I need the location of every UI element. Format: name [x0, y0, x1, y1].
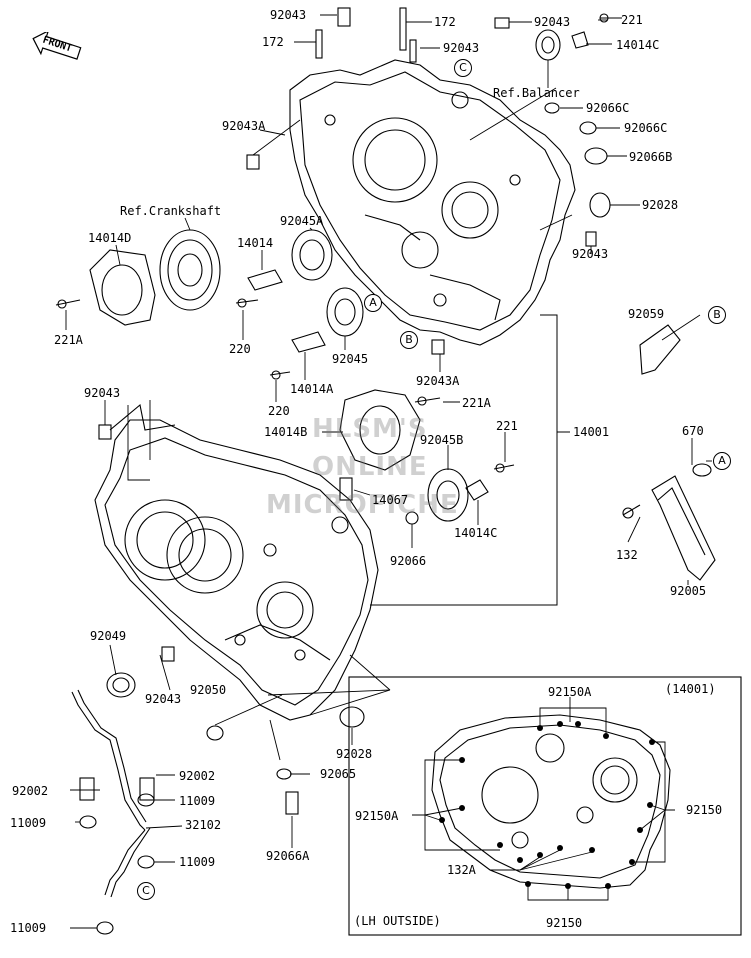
cover-plate-14014b: [339, 389, 421, 471]
part-label: 92043: [145, 692, 182, 706]
part-label: 14014B: [264, 425, 308, 439]
part-label: 14067: [372, 493, 409, 507]
part-label: 92028: [642, 198, 679, 212]
inset-caption: (LH OUTSIDE): [354, 914, 441, 928]
part-label: 92065: [320, 767, 357, 781]
part-label: 92043A: [416, 374, 460, 388]
assembly-bracket-14001: [400, 314, 558, 606]
bearing-cover-plate: [89, 249, 156, 326]
part-label: 92045B: [420, 433, 464, 447]
marker-b-case: B: [400, 331, 418, 349]
front-arrow-icon: [32, 32, 82, 60]
left-crankcase-half: [94, 403, 379, 721]
part-label: 11009: [10, 816, 47, 830]
marker-a-case: A: [364, 294, 382, 312]
part-label: 92043: [534, 15, 571, 29]
part-label: 220: [268, 404, 290, 418]
part-label: 220: [229, 342, 251, 356]
part-label: 92043: [443, 41, 480, 55]
marker-a-right: A: [713, 452, 731, 470]
part-label: 14014D: [88, 231, 132, 245]
part-label: 92066C: [624, 121, 668, 135]
part-label: 92002: [12, 784, 49, 798]
part-label: 92150A: [548, 685, 592, 699]
leader-lines: [65, 14, 712, 929]
part-label: 221A: [462, 396, 491, 410]
part-label: 92150: [546, 916, 583, 930]
bearing-92045a: [291, 229, 333, 281]
bearing-92045: [326, 287, 364, 337]
part-label: 92045A: [280, 214, 324, 228]
inset-lh-outside: [348, 676, 742, 936]
part-label: 670: [682, 424, 704, 438]
ref-crankshaft-label: Ref.Crankshaft: [120, 204, 222, 218]
part-label: 92043: [270, 8, 307, 22]
part-label: 11009: [179, 855, 216, 869]
part-label: 14001: [573, 425, 610, 439]
marker-b-right: B: [708, 306, 726, 324]
watermark-line-1: HLSM'S: [312, 414, 428, 444]
part-label: 92066C: [586, 101, 630, 115]
inset-title: (14001): [665, 682, 716, 696]
part-label: 92049: [90, 629, 127, 643]
part-label: 221: [496, 419, 518, 433]
part-label: 14014C: [454, 526, 498, 540]
part-label: 92002: [179, 769, 216, 783]
marker-c-bottom: C: [137, 882, 155, 900]
part-label: 92050: [190, 683, 227, 697]
part-label: 172: [434, 15, 456, 29]
inset-leaders: [412, 697, 675, 901]
part-label: 92066B: [629, 150, 673, 164]
part-label: 92043: [84, 386, 121, 400]
part-label: 132A: [447, 863, 476, 877]
part-label: 32102: [185, 818, 222, 832]
right-crankcase-half: [289, 59, 576, 346]
marker-c-top: C: [454, 59, 472, 77]
part-label: 92043: [572, 247, 609, 261]
part-label: 92066A: [266, 849, 310, 863]
part-label: 11009: [179, 794, 216, 808]
part-label: 92005: [670, 584, 707, 598]
part-label: 172: [262, 35, 284, 49]
part-label: 92150A: [355, 809, 399, 823]
part-label: 92043A: [222, 119, 266, 133]
crankshaft-bearing: [159, 229, 221, 311]
part-label: 221A: [54, 333, 83, 347]
part-label: 11009: [10, 921, 47, 935]
part-label: 92150: [686, 803, 723, 817]
part-label: 14014A: [290, 382, 334, 396]
part-label: 14014C: [616, 38, 660, 52]
part-label: 132: [616, 548, 638, 562]
watermark-line-2: ONLINE: [312, 452, 428, 482]
watermark-line-3: MICROFICHE: [266, 490, 459, 520]
part-label: 14014: [237, 236, 274, 250]
part-label: 92066: [390, 554, 427, 568]
part-label: 92059: [628, 307, 665, 321]
part-label: 92045: [332, 352, 369, 366]
ref-balancer-label: Ref.Balancer: [493, 86, 580, 100]
part-label: 92028: [336, 747, 373, 761]
part-label: 221: [621, 13, 643, 27]
